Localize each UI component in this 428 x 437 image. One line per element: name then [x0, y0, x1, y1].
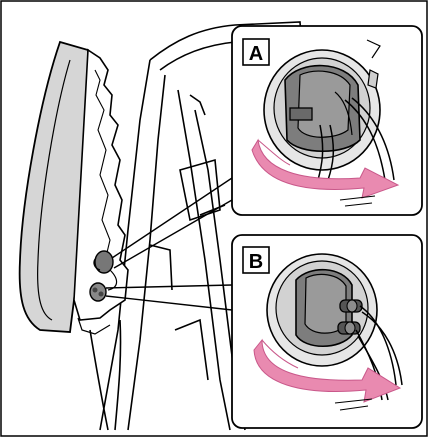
panel-a: A [232, 26, 422, 215]
socket-b [267, 254, 377, 366]
panel-b-label: B [249, 251, 263, 273]
lamp-socket-b [90, 283, 106, 301]
panel-a-label: A [249, 43, 263, 65]
panel-b: B [232, 235, 422, 428]
lamp-socket-a [94, 251, 113, 273]
